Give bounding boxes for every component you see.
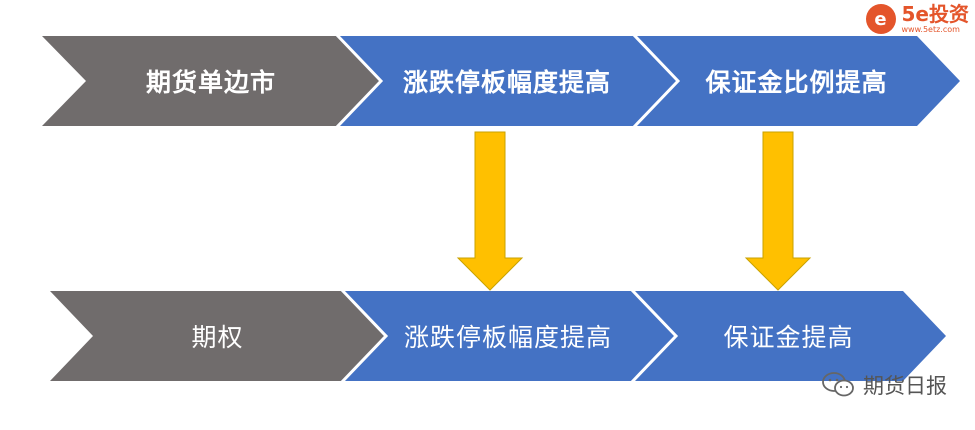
wechat-icon [822, 372, 854, 397]
logo-icon: e [865, 4, 896, 34]
chevron-price-limit-top [336, 36, 678, 126]
chevron-margin-bottom [631, 291, 946, 381]
chevron-futures [42, 36, 380, 126]
watermark: 期货日报 [821, 370, 947, 400]
brand-logo: e 5e投资 www.5etz.com [865, 2, 969, 36]
options-label: 期权 [191, 323, 244, 352]
chevron-margin-top [633, 36, 960, 126]
down-arrow-right [744, 131, 812, 291]
logo-name: 5e投资 [901, 2, 969, 26]
chevron-price-limit-bottom [341, 291, 675, 381]
chevron-options [50, 291, 385, 381]
margin-ratio-label-top: 保证金比例提高 [705, 68, 888, 97]
watermark-text: 期货日报 [863, 374, 947, 398]
logo-url: www.5etz.com [901, 25, 960, 34]
price-limit-label-bottom: 涨跌停板幅度提高 [403, 323, 612, 352]
down-arrow-left [456, 131, 524, 291]
margin-label-bottom: 保证金提高 [723, 323, 854, 352]
price-limit-label-top: 涨跌停板幅度提高 [402, 68, 611, 97]
futures-label: 期货单边市 [145, 68, 276, 97]
